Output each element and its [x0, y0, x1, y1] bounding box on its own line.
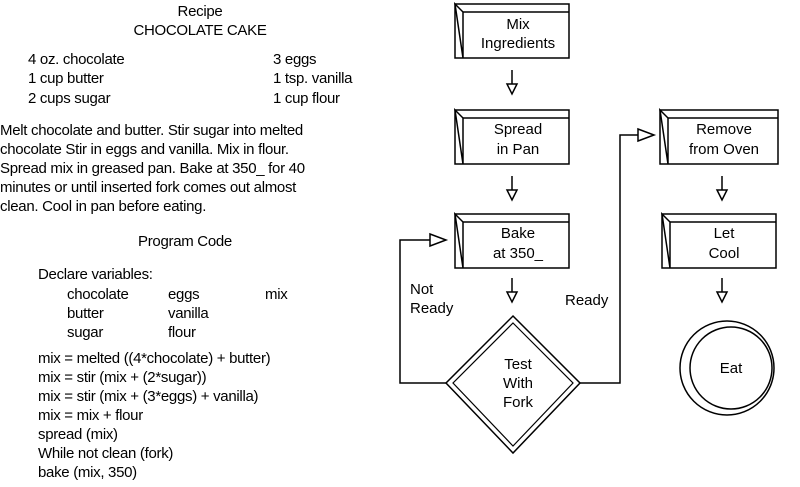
- code-line: spread (mix): [38, 426, 118, 443]
- code-line: mix = stir (mix + (3*eggs) + vanilla): [38, 388, 259, 405]
- ingredient: 4 oz. chocolate: [28, 51, 125, 68]
- arrow-to-spread: [506, 69, 518, 95]
- not-ready-loop: [399, 232, 449, 384]
- cool-label-1: Let: [714, 225, 736, 242]
- code-line: While not clean (fork): [38, 445, 174, 462]
- arrow-to-cool: [716, 175, 728, 201]
- remove-label-1: Remove: [696, 121, 752, 138]
- arrow-to-bake: [506, 175, 518, 201]
- code-line: bake (mix, 350): [38, 464, 137, 481]
- variable-name: sugar: [67, 324, 104, 341]
- recipe-title: CHOCOLATE CAKE: [133, 22, 267, 39]
- arrow-to-eat: [716, 277, 728, 303]
- variable-name: vanilla: [168, 305, 209, 322]
- variable-name: chocolate: [67, 286, 129, 303]
- spread-label-1: Spread: [494, 121, 542, 138]
- test-label-2: With: [503, 375, 533, 392]
- declare-label: Declare variables:: [38, 266, 153, 283]
- ready-label: Ready: [565, 292, 609, 309]
- arrow-to-test: [506, 277, 518, 303]
- mix-ingredients-box: Mix Ingredients: [453, 1, 570, 59]
- instruction-line: Melt chocolate and butter. Stir sugar in…: [0, 122, 303, 139]
- mix-label-1: Mix: [506, 16, 530, 33]
- code-line: mix = mix + flour: [38, 407, 143, 424]
- test-label-1: Test: [504, 356, 532, 373]
- eat-terminal: Eat: [679, 320, 775, 416]
- variable-name: eggs: [168, 286, 200, 303]
- variable-name: mix: [265, 286, 288, 303]
- variable-name: butter: [67, 305, 104, 322]
- code-line: mix = stir (mix + (2*sugar)): [38, 369, 207, 386]
- remove-label-2: from Oven: [689, 141, 759, 158]
- variable-name: flour: [168, 324, 196, 341]
- not-ready-label-2: Ready: [410, 300, 454, 317]
- recipe-heading: Recipe: [177, 3, 223, 20]
- ingredient: 1 tsp. vanilla: [273, 70, 353, 87]
- ingredient: 1 cup butter: [28, 70, 104, 87]
- test-with-fork-decision: Test With Fork: [444, 314, 582, 455]
- program-heading: Program Code: [138, 233, 232, 250]
- instruction-line: chocolate Stir in eggs and vanilla. Mix …: [0, 141, 289, 158]
- ingredient: 1 cup flour: [273, 90, 340, 107]
- instruction-line: Spread mix in greased pan. Bake at 350_ …: [0, 160, 305, 177]
- ready-path: [580, 127, 657, 384]
- instruction-line: clean. Cool in pan before eating.: [0, 198, 207, 215]
- bake-label-1: Bake: [501, 225, 535, 242]
- instruction-line: minutes or until inserted fork comes out…: [0, 179, 297, 196]
- cool-label-2: Cool: [709, 245, 740, 262]
- not-ready-label-1: Not: [410, 281, 434, 298]
- spread-label-2: in Pan: [497, 141, 540, 158]
- eat-label: Eat: [720, 360, 743, 377]
- spread-in-pan-box: Spread in Pan: [453, 107, 570, 165]
- mix-label-2: Ingredients: [481, 35, 555, 52]
- let-cool-box: Let Cool: [660, 211, 777, 269]
- ingredient: 3 eggs: [273, 51, 317, 68]
- bake-box: Bake at 350_: [453, 211, 570, 269]
- ingredient: 2 cups sugar: [28, 90, 111, 107]
- test-label-3: Fork: [503, 394, 534, 411]
- bake-label-2: at 350_: [493, 245, 544, 262]
- code-line: mix = melted ((4*chocolate) + butter): [38, 350, 271, 367]
- remove-from-oven-box: Remove from Oven: [658, 107, 779, 165]
